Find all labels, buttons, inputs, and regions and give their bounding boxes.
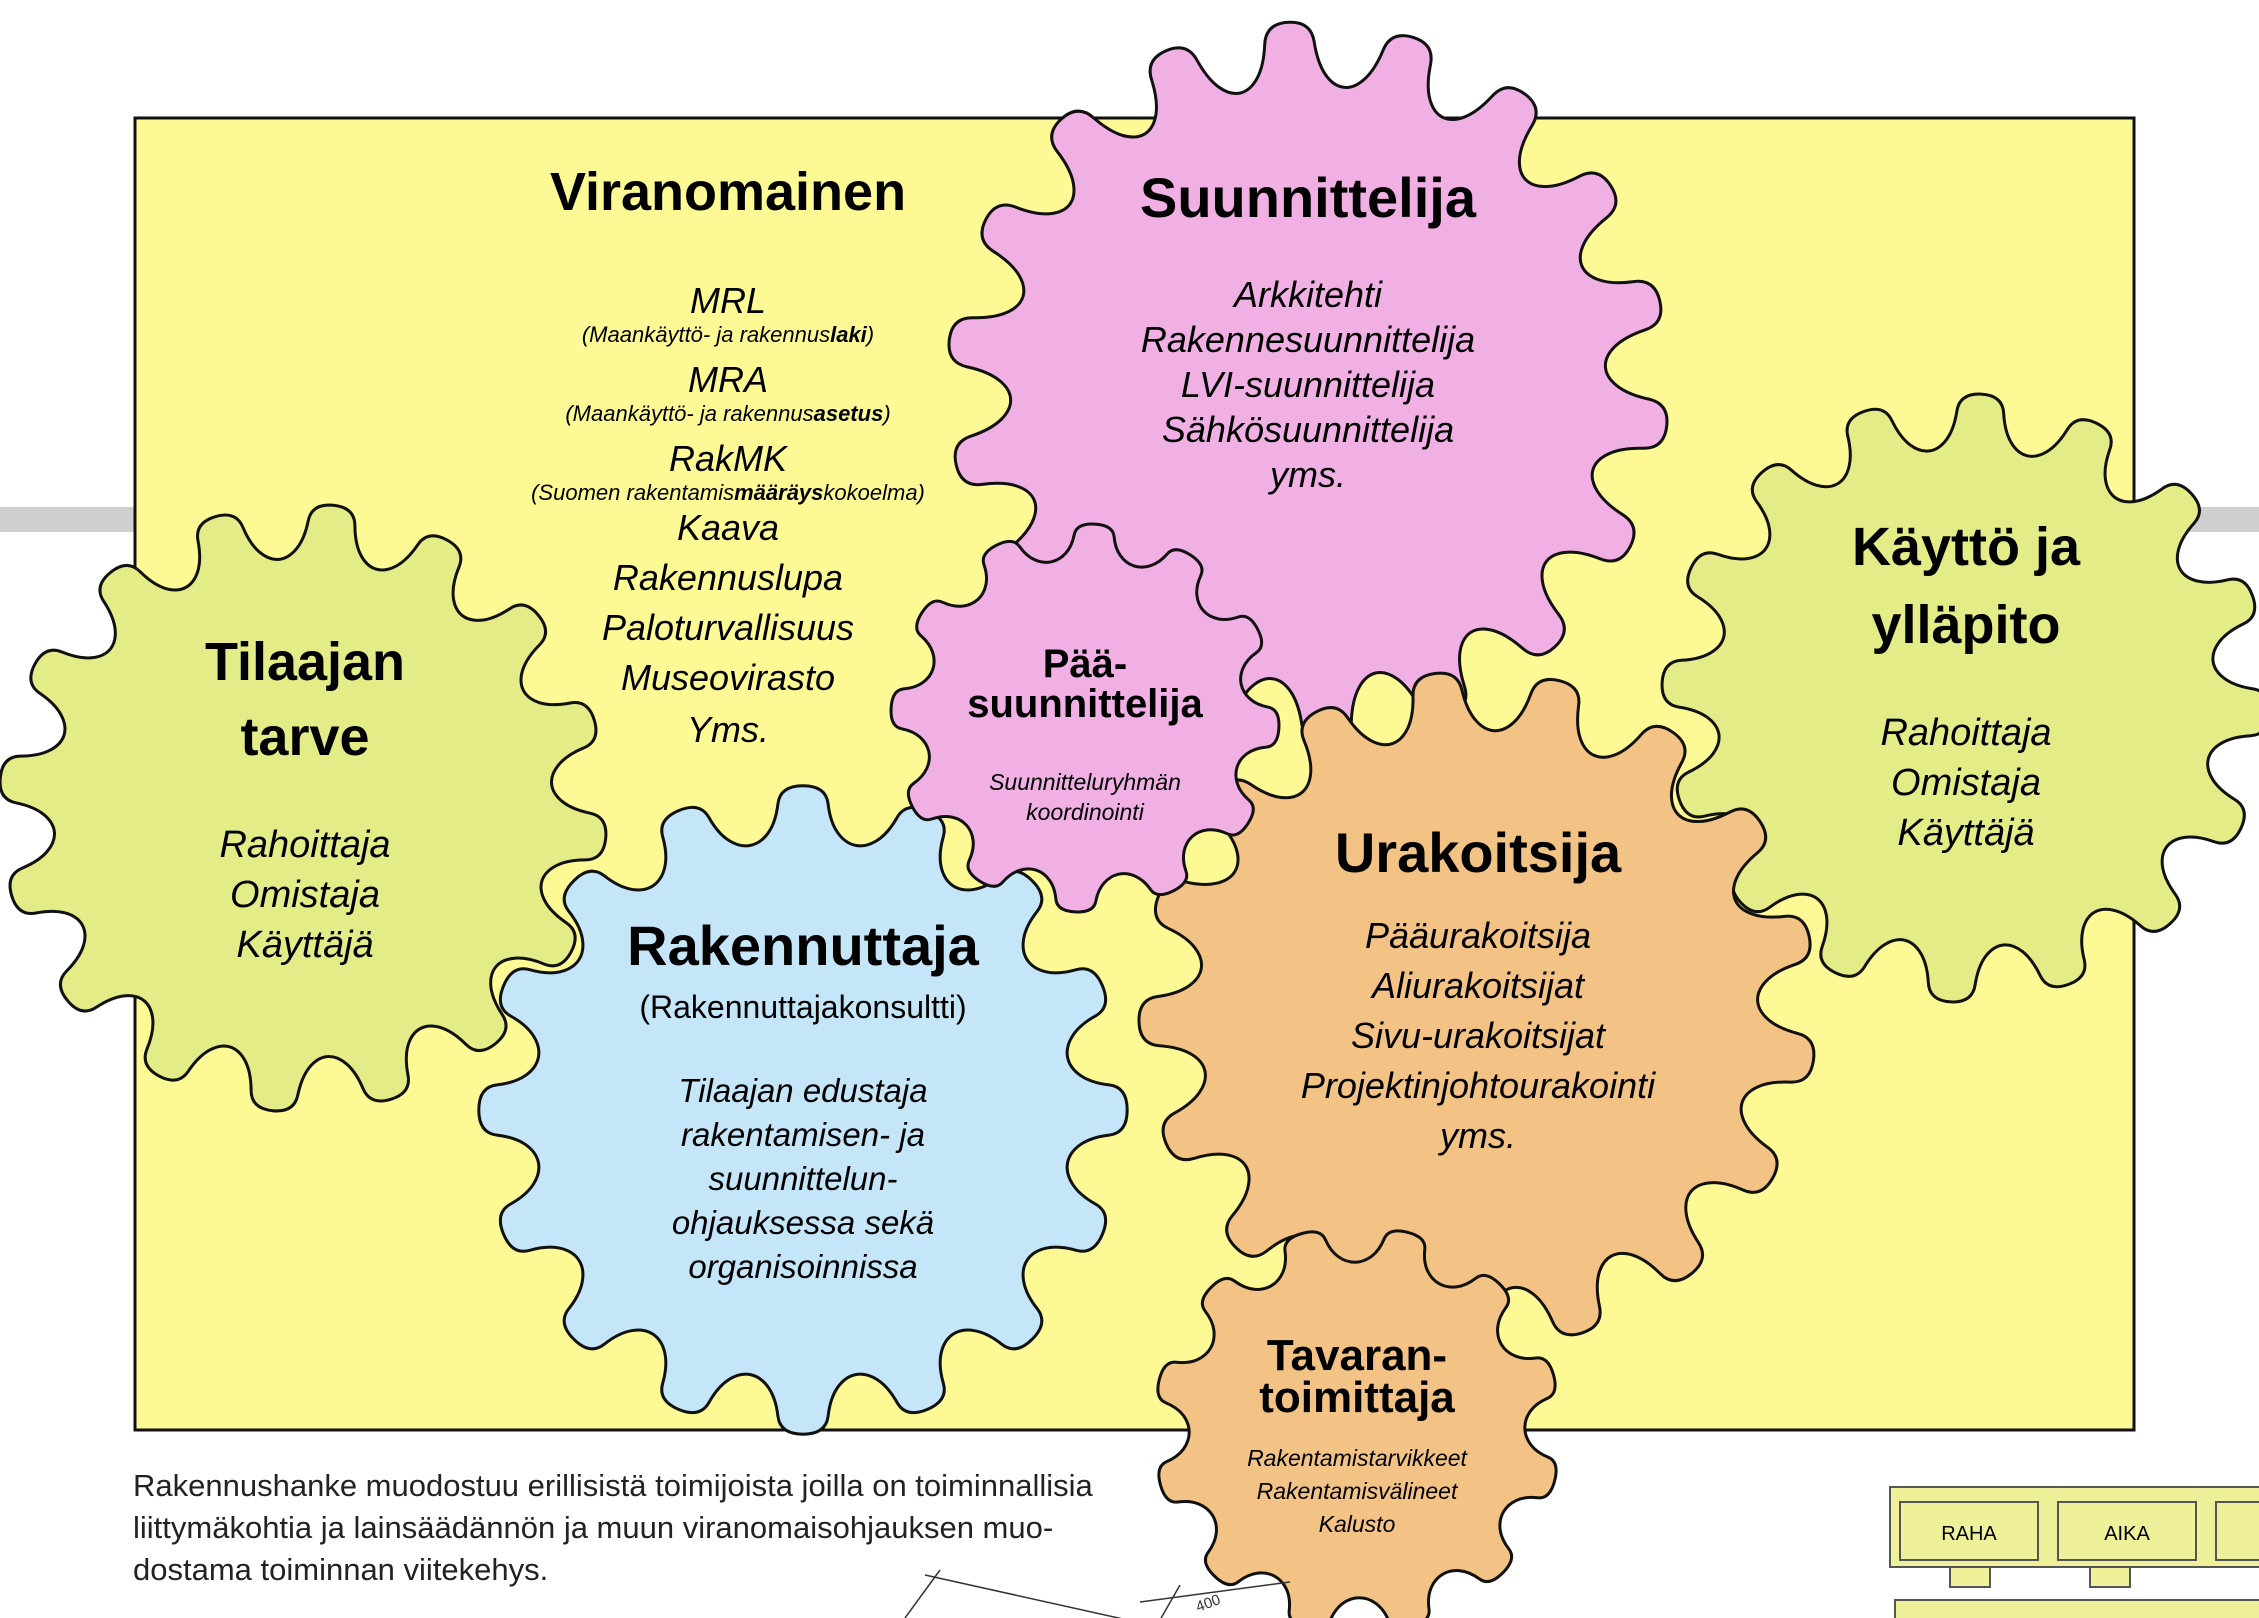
rakennuttaja-item: organisoinnissa (688, 1248, 917, 1285)
urakoitsija-item: yms. (1437, 1115, 1516, 1156)
authority-item-note: (Suomen rakentamismääräyskokoelma) (531, 480, 925, 505)
paasuunnittelija-item: Suunnitteluryhmän (989, 769, 1181, 795)
authority-note-part: ) (880, 401, 890, 426)
gear-tavarantoimittaja: Tavaran-toimittajaRakentamistarvikkeetRa… (1156, 1229, 1558, 1618)
caption-line: dostama toiminnan viitekehys. (133, 1552, 549, 1587)
kaytto-title-line: Käyttö ja (1852, 517, 2081, 577)
rakennuttaja-item: Tilaajan edustaja (678, 1072, 927, 1109)
tavarantoimittaja-title-line: toimittaja (1259, 1373, 1455, 1422)
corner-box-raha (1899, 1501, 2039, 1561)
gear-shape-rakennuttaja (477, 784, 1129, 1436)
tilaajan_tarve-item: Rahoittaja (219, 824, 390, 866)
corner-box-partial (2215, 1501, 2259, 1561)
suunnittelija-title: Suunnittelija (1140, 166, 1477, 229)
corner-box-aika (2057, 1501, 2197, 1561)
caption: Rakennushanke muodostuu erillisistä toim… (133, 1465, 1153, 1591)
kaytto-item: Omistaja (1891, 762, 2041, 804)
authority-item-note: (Maankäyttö- ja rakennusasetus) (565, 401, 890, 426)
authority-title: Viranomainen (550, 162, 906, 222)
corner-lower-box (1894, 1599, 2259, 1618)
authority-item: Paloturvallisuus (602, 607, 854, 648)
gear-kaytto-ja-yllapito: Käyttö ja ylläpitoRahoittajaOmistajaKäytt… (1660, 392, 2259, 1004)
authority-note-part: ) (864, 322, 874, 347)
kaytto-item: Rahoittaja (1880, 712, 2051, 754)
authority-item: Museovirasto (621, 657, 835, 698)
authority-item: Yms. (687, 709, 769, 750)
authority-item: MRA (688, 359, 768, 400)
authority-item: RakMK (669, 438, 789, 479)
corner-connector-1 (1949, 1566, 1991, 1588)
authority-item: Rakennuslupa (613, 557, 843, 598)
tilaajan_tarve-title-line: Tilaajan (205, 632, 405, 692)
authority-note-part: laki (830, 322, 868, 347)
urakoitsija-item: Aliurakoitsijat (1370, 965, 1586, 1006)
caption-line: liittymäkohtia ja lainsäädännön ja muun … (133, 1510, 1054, 1545)
corner-connector-2 (2089, 1566, 2131, 1588)
tavarantoimittaja-title-line: Tavaran- (1267, 1331, 1447, 1380)
gear-shape-kaytto (1660, 392, 2259, 1004)
tilaajan_tarve-item: Omistaja (230, 874, 380, 916)
urakoitsija-item: Projektinjohtourakointi (1301, 1065, 1656, 1106)
corner-box-raha-label: RAHA (1941, 1523, 1997, 1545)
suunnittelija-item: Rakennesuunnittelija (1141, 319, 1475, 360)
urakoitsija-title: Urakoitsija (1335, 821, 1622, 884)
tavarantoimittaja-item: Rakentamisvälineet (1257, 1478, 1459, 1504)
authority-note-part: (Maankäyttö- ja rakennus (565, 401, 813, 426)
gear-rakennuttaja: Rakennuttaja (Rakennuttajakonsultti) Tilaa… (477, 784, 1129, 1436)
gear-shape-tilaajan-tarve (0, 503, 608, 1113)
authority-note-part: asetus (814, 401, 884, 426)
authority-note-part: määräys (734, 480, 823, 505)
caption-line: Rakennushanke muodostuu erillisistä toim… (133, 1468, 1093, 1503)
rakennuttaja-title: Rakennuttaja (627, 914, 979, 977)
rakennuttaja-subtitle: (Rakennuttajakonsultti) (639, 989, 966, 1025)
tavarantoimittaja-item: Rakentamistarvikkeet (1247, 1445, 1468, 1471)
paasuunnittelija-title-line: Pää- (1043, 642, 1128, 686)
paasuunnittelija-item: koordinointi (1026, 799, 1145, 825)
rakennuttaja-item: suunnittelun- (709, 1160, 898, 1197)
tavarantoimittaja-item: Kalusto (1319, 1511, 1396, 1537)
urakoitsija-item: Sivu-urakoitsijat (1351, 1015, 1607, 1056)
authority-item: MRL (690, 280, 766, 321)
authority-item: Kaava (677, 507, 779, 548)
corner-diagram: RAHA AIKA (1889, 1486, 2259, 1618)
suunnittelija-item: LVI-suunnittelija (1181, 364, 1435, 405)
rakennuttaja-item: ohjauksessa sekä (672, 1204, 934, 1241)
gear-urakoitsija: UrakoitsijaPääurakoitsijaAliurakoitsijat… (1137, 671, 1816, 1351)
suunnittelija-item: yms. (1267, 454, 1346, 495)
gear-shape-urakoitsija (1137, 671, 1816, 1351)
kaytto-item: Käyttäjä (1897, 812, 2034, 854)
corner-box-aika-label: AIKA (2104, 1523, 2150, 1545)
suunnittelija-item: Sähkösuunnittelija (1162, 409, 1454, 450)
authority-note-part: (Maankäyttö- ja rakennus (582, 322, 830, 347)
kaytto-title-line: ylläpito (1871, 595, 2060, 655)
rakennuttaja-item: rakentamisen- ja (681, 1116, 925, 1153)
tilaajan_tarve-title-line: tarve (240, 707, 369, 767)
suunnittelija-item: Arkkitehti (1232, 274, 1383, 315)
paasuunnittelija-title-line: suunnittelija (967, 682, 1203, 726)
urakoitsija-item: Pääurakoitsija (1365, 915, 1591, 956)
background-band-left (0, 507, 140, 532)
authority-section: Viranomainen MRL(Maankäyttö- ja rakennus… (531, 162, 925, 750)
tilaajan_tarve-item: Käyttäjä (236, 924, 373, 966)
gear-shape-tavarantoimittaja (1156, 1229, 1558, 1618)
authority-item-note: (Maankäyttö- ja rakennuslaki) (582, 322, 874, 347)
authority-note-part: (Suomen rakentamis (531, 480, 734, 505)
authority-note-part: kokoelma) (823, 480, 924, 505)
gear-shape-paasuunnittelija (889, 522, 1281, 914)
